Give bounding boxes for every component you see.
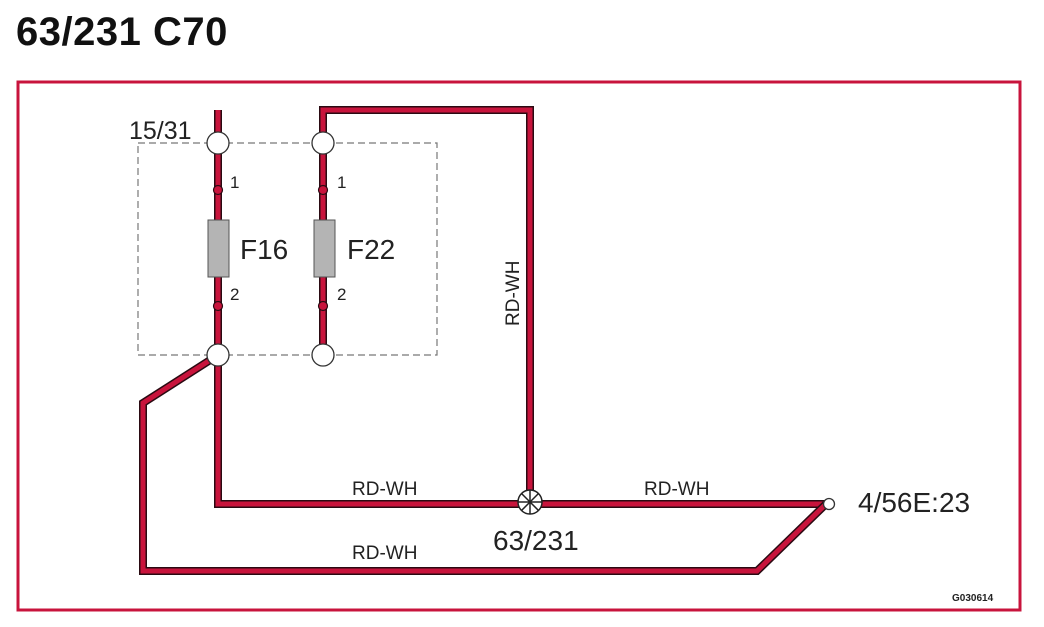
terminal-f22-bottom <box>311 343 335 367</box>
fuse-label-f22: F22 <box>347 234 395 265</box>
diagram-frame <box>16 80 1022 612</box>
wire-f22-loop <box>319 106 534 500</box>
wire-label-lower: RD-WH <box>352 543 417 564</box>
terminal-f16-top <box>206 131 230 155</box>
pin-label-f22-1: 1 <box>337 173 346 192</box>
wire-label-upper-left: RD-WH <box>352 479 417 500</box>
pin-dot-f22-1 <box>317 184 329 196</box>
pin-dot-f16-1 <box>212 184 224 196</box>
terminal-f16-bottom <box>206 343 230 367</box>
wires <box>139 106 829 575</box>
pin-dot-f22-2 <box>317 300 329 312</box>
fuse-f22 <box>313 219 336 278</box>
figure-id: G030614 <box>952 593 994 604</box>
wire-f16-to-connector <box>214 355 829 508</box>
splice-label: 63/231 <box>493 525 579 556</box>
terminal-f22-top <box>311 131 335 155</box>
fuse-box-outline <box>137 142 438 356</box>
fuse-label-f16: F16 <box>240 234 288 265</box>
wire-label-vertical: RD-WH <box>503 261 524 326</box>
wire-lower-return <box>139 351 829 575</box>
connector-label: 4/56E:23 <box>858 487 970 518</box>
wire-label-upper-right: RD-WH <box>644 479 709 500</box>
splice-symbol <box>517 489 543 515</box>
connector-endpoint <box>822 497 836 511</box>
pin-dots <box>212 184 329 312</box>
pin-label-f22-2: 2 <box>337 285 346 304</box>
fuse-f16 <box>207 219 230 278</box>
terminals <box>206 131 335 367</box>
pin-label-f16-1: 1 <box>230 173 239 192</box>
pin-label-f16-2: 2 <box>230 285 239 304</box>
supply-label: 15/31 <box>129 117 192 145</box>
page-title: 63/231 C70 <box>16 10 228 54</box>
pin-dot-f16-2 <box>212 300 224 312</box>
